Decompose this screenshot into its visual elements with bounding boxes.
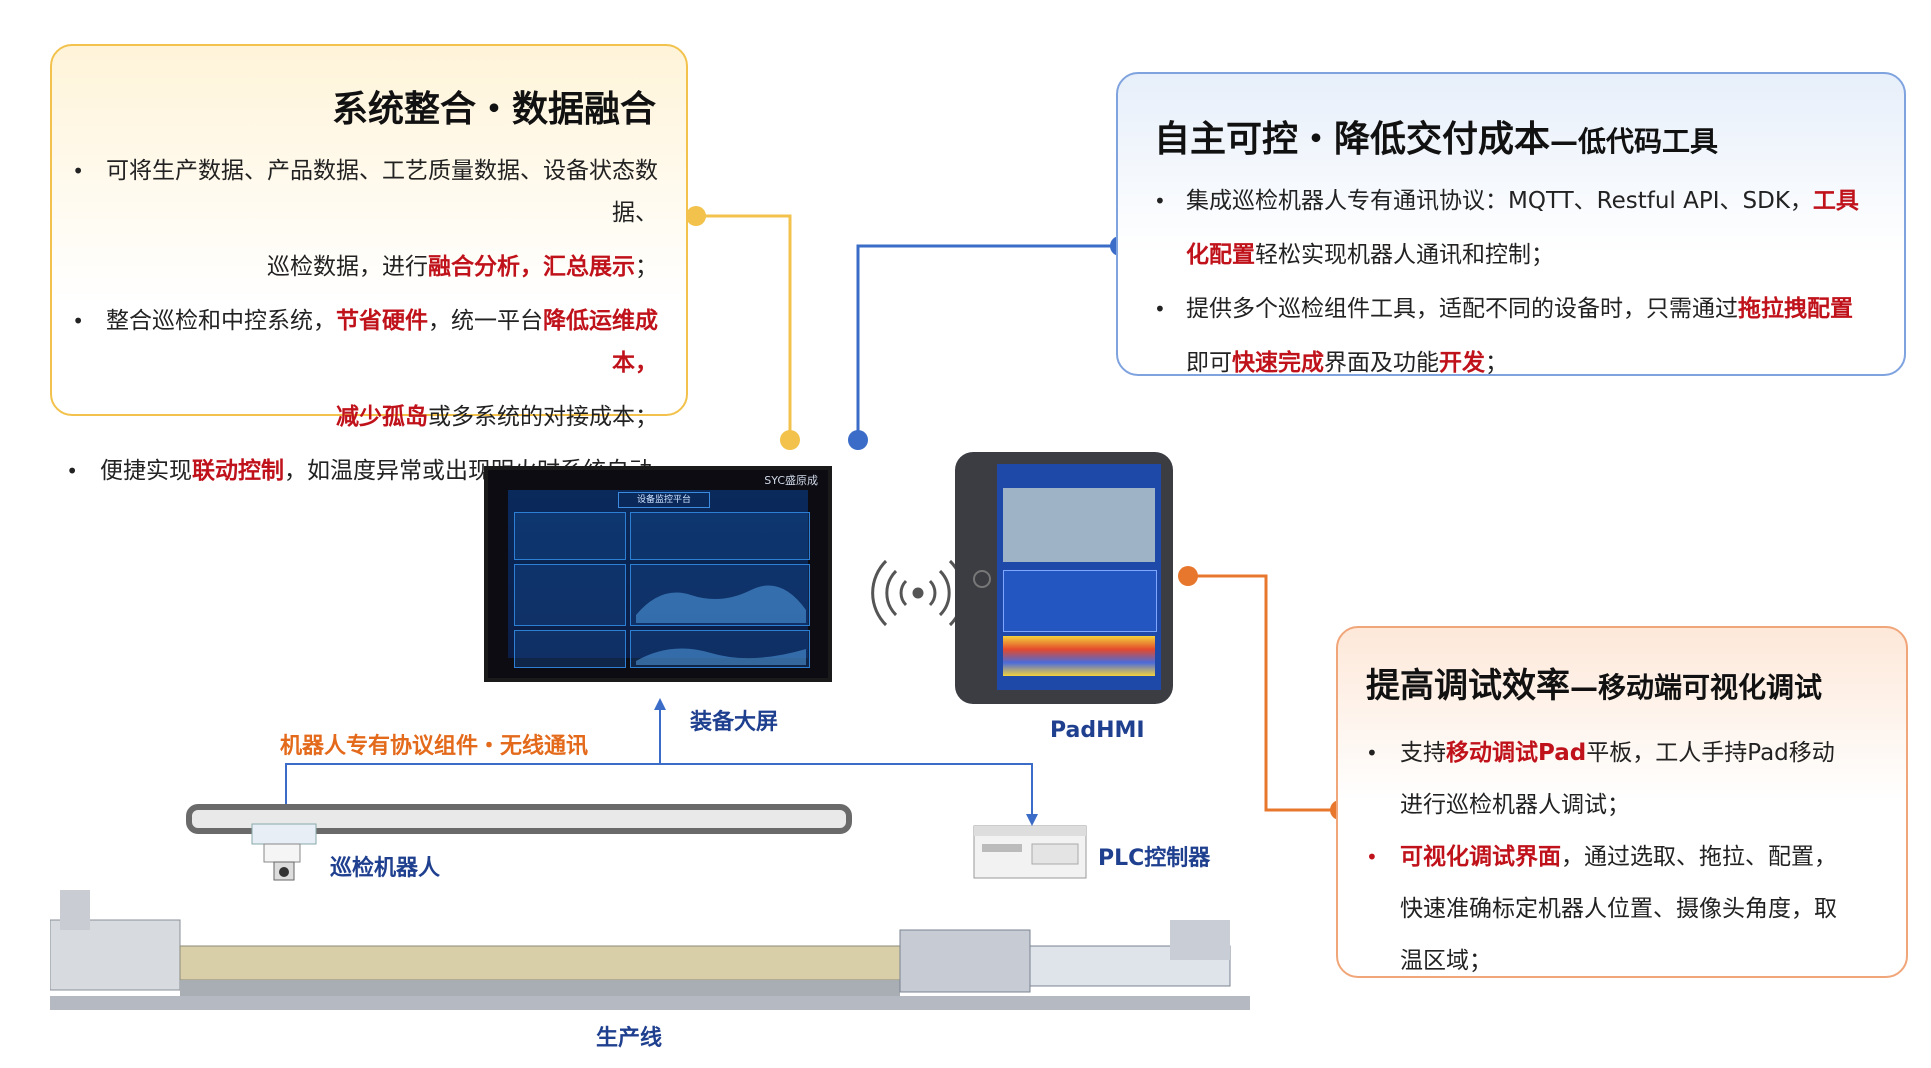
production-line-label: 生产线 — [596, 1026, 663, 1051]
bullet-item: •整合巡检和中控系统，节省硬件，统一平台降低运维成本， — [72, 308, 658, 376]
card-debug-efficiency: 提高调试效率—移动端可视化调试 •支持移动调试Pad平板，工人手持Pad移动 进… — [1336, 626, 1908, 978]
body-text: 界面及功能 — [1324, 350, 1439, 376]
body-text: 支持 — [1400, 740, 1446, 766]
big-screen-monitor: SYC盛原成 设备监控平台 — [484, 466, 832, 682]
protocol-label: 机器人专有协议组件・无线通讯 — [280, 734, 589, 759]
bullet-list: •集成巡检机器人专有通讯协议：MQTT、Restful API、SDK，工具 化… — [1154, 180, 1884, 396]
dashboard-panel — [514, 564, 626, 626]
blue-end-dot — [848, 430, 868, 450]
dashboard-panel — [630, 564, 810, 626]
body-text: 进行巡检机器人调试； — [1400, 792, 1630, 818]
bullet-item: •支持移动调试Pad平板，工人手持Pad移动 — [1366, 740, 1835, 766]
orange-node-dot — [1178, 566, 1198, 586]
bullet-item: 温区域； — [1366, 940, 1886, 982]
body-text: 快速准确标定机器人位置、摄像头角度，取 — [1400, 896, 1837, 922]
big-screen-label: 装备大屏 — [690, 710, 779, 735]
highlight-text: 工具 — [1812, 188, 1859, 214]
body-text: 温区域； — [1400, 948, 1492, 974]
camera-view — [1003, 488, 1155, 562]
body-text: 巡检数据，进行 — [267, 254, 428, 280]
body-text: 集成巡检机器人专有通讯协议：MQTT、Restful API、SDK， — [1186, 188, 1813, 214]
highlight-text: 拖拉拽配置 — [1738, 296, 1853, 322]
control-pad — [1003, 570, 1157, 632]
dashboard-panel — [630, 630, 810, 668]
card-autonomy: 自主可控・降低交付成本—低代码工具 •集成巡检机器人专有通讯协议：MQTT、Re… — [1116, 72, 1906, 376]
bullet-item: 巡检数据，进行融合分析，汇总展示； — [52, 246, 658, 288]
body-text: ，统一平台 — [428, 308, 543, 334]
bullet-item: 快速准确标定机器人位置、摄像头角度，取 — [1366, 888, 1886, 930]
body-text: 平板，工人手持Pad移动 — [1586, 740, 1835, 766]
dashboard-title: 设备监控平台 — [618, 492, 710, 508]
home-button-icon — [973, 570, 991, 588]
highlight-text: 移动调试Pad — [1446, 740, 1587, 766]
body-text: 提供多个巡检组件工具，适配不同的设备时，只需通过 — [1186, 296, 1738, 322]
card-title: 自主可控・降低交付成本—低代码工具 — [1154, 119, 1719, 160]
wireless-signal-icon — [871, 559, 965, 627]
highlight-text: 化配置 — [1186, 242, 1255, 268]
dashboard-panel — [514, 630, 626, 668]
body-text: ，通过选取、拖拉、配置， — [1561, 844, 1837, 870]
highlight-text: 快速完成 — [1232, 350, 1324, 376]
pad-hmi-screen — [997, 464, 1161, 690]
card-title: 提高调试效率—移动端可视化调试 — [1366, 666, 1823, 706]
bullet-item: •可视化调试界面，通过选取、拖拉、配置， — [1366, 844, 1837, 870]
card-title: 系统整合・数据融合 — [331, 89, 656, 130]
highlight-text: 降低运维成本， — [543, 308, 658, 376]
plc-controller-icon — [973, 825, 1087, 879]
highlight-text: 节省硬件 — [336, 308, 428, 334]
body-text: 轻松实现机器人通讯和控制； — [1255, 242, 1554, 268]
pad-label: PadHMI — [1050, 718, 1145, 743]
highlight-text: 开发 — [1439, 350, 1485, 376]
bullet-item: •可将生产数据、产品数据、工艺质量数据、设备状态数据、 — [72, 158, 658, 226]
bullet-item: 减少孤岛或多系统的对接成本； — [52, 396, 658, 438]
bullet-item: 化配置轻松实现机器人通讯和控制； — [1154, 234, 1884, 276]
highlight-text: 减少孤岛 — [336, 404, 428, 430]
body-text: 可将生产数据、产品数据、工艺质量数据、设备状态数据、 — [106, 158, 658, 226]
pad-tablet — [955, 452, 1173, 704]
bullet-item: •提供多个巡检组件工具，适配不同的设备时，只需通过拖拉拽配置 — [1154, 296, 1853, 322]
bullet-item: •集成巡检机器人专有通讯协议：MQTT、Restful API、SDK，工具 — [1154, 188, 1859, 214]
highlight-text: 联动控制 — [192, 458, 284, 484]
inspection-robot-icon — [251, 823, 317, 881]
body-text: 便捷实现 — [100, 458, 192, 484]
body-text: 或多系统的对接成本； — [428, 404, 658, 430]
body-text: 整合巡检和中控系统， — [106, 308, 336, 334]
dashboard-panel — [514, 512, 626, 560]
yellow-node-dot — [686, 206, 706, 226]
production-line-illustration — [50, 890, 1250, 1010]
bullet-list: •支持移动调试Pad平板，工人手持Pad移动 进行巡检机器人调试； •可视化调试… — [1366, 732, 1886, 992]
body-text: ； — [635, 254, 658, 280]
thermal-strip — [1003, 636, 1155, 676]
screen-brand: SYC盛原成 — [764, 474, 818, 487]
body-text: ； — [1485, 350, 1508, 376]
bullet-item: 即可快速完成界面及功能开发； — [1154, 342, 1884, 384]
robot-label: 巡检机器人 — [330, 856, 441, 881]
dashboard-panel — [630, 512, 810, 560]
body-text: 即可 — [1186, 350, 1232, 376]
plc-label: PLC控制器 — [1098, 846, 1211, 871]
highlight-text: 可视化调试界面 — [1400, 844, 1561, 870]
bullet-item: 进行巡检机器人调试； — [1366, 784, 1886, 826]
highlight-text: 融合分析，汇总展示 — [428, 254, 635, 280]
yellow-end-dot — [780, 430, 800, 450]
dashboard-display: 设备监控平台 — [508, 490, 810, 668]
card-system-integration: 系统整合・数据融合 •可将生产数据、产品数据、工艺质量数据、设备状态数据、 巡检… — [50, 44, 688, 526]
